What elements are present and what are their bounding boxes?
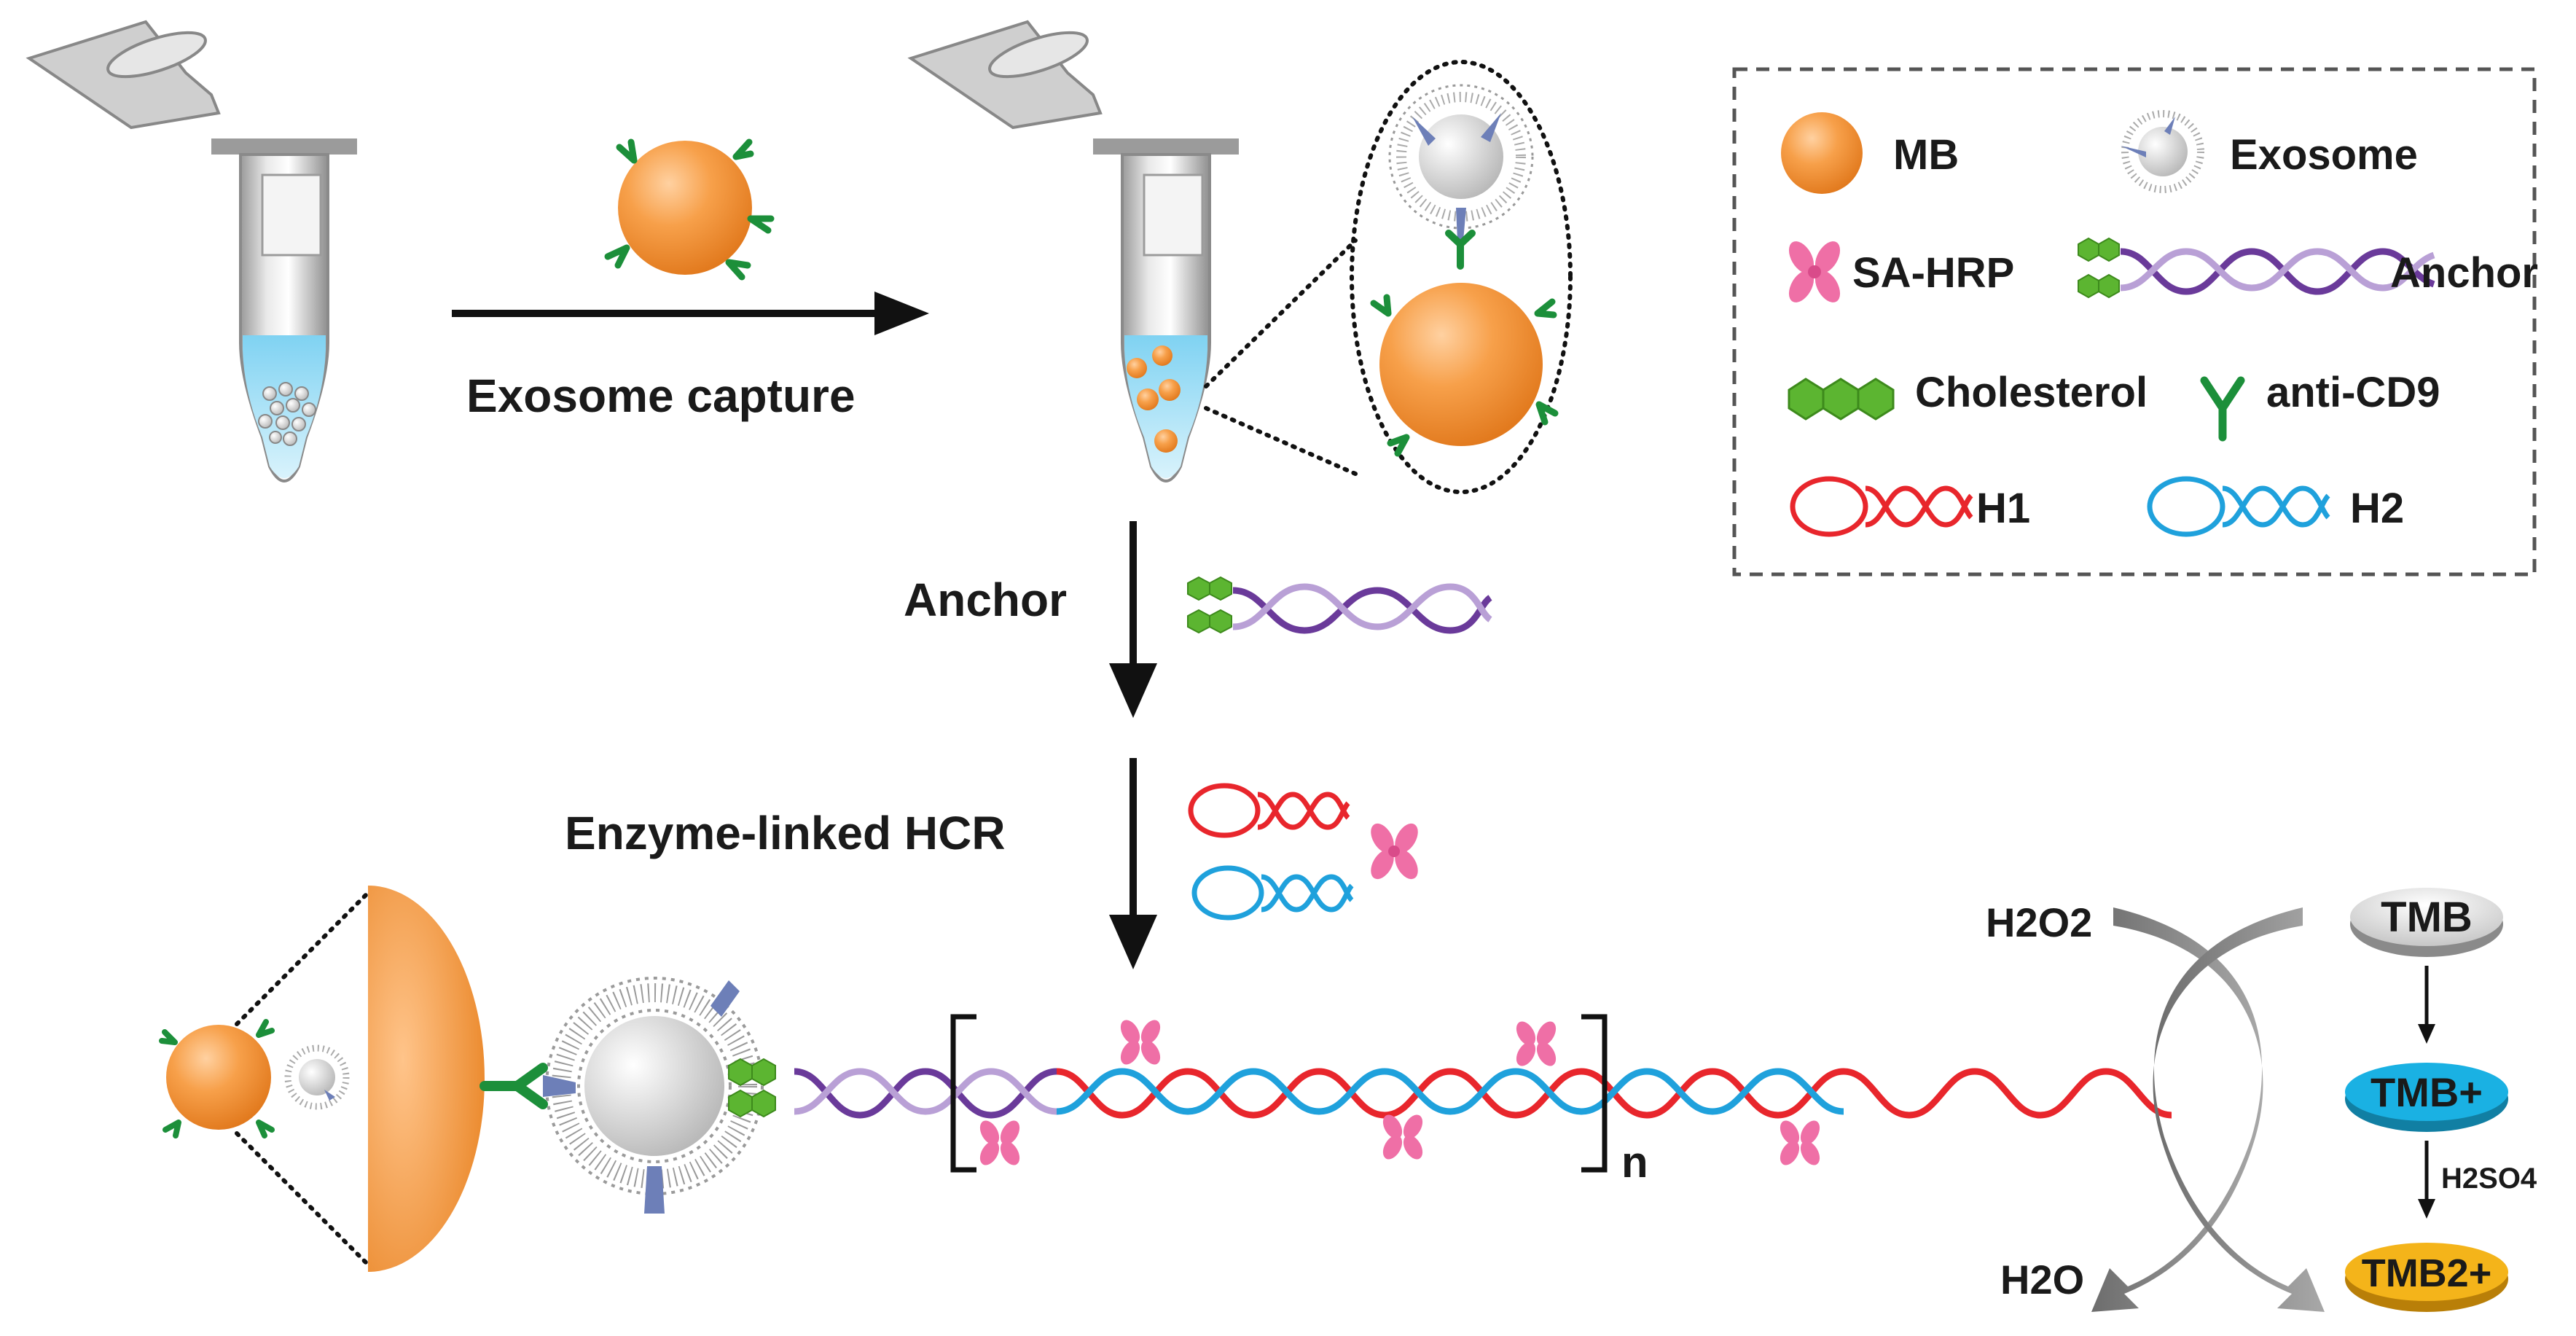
exosome-cluster [258,382,316,446]
mb-legend-icon [1781,112,1863,194]
anticd9-legend-icon [2200,376,2245,442]
anchor-arrowhead [1109,663,1157,718]
repeat-count-label: n [1621,1138,1648,1187]
zoom-ellipse [1204,60,1573,494]
h2-legend-icon [2147,476,2330,537]
h1-hairpin-icon [1188,783,1350,838]
antibody-linker [479,1063,548,1109]
tmb-2plus-pill: TMB2+ [2345,1243,2508,1312]
exosome-legend-icon [2121,110,2204,193]
zoom-line-top [235,891,370,1026]
tmb-plus-label: TMB+ [2371,1069,2483,1115]
legend-sahrp: SA-HRP [1852,249,2014,297]
legend-anchor: Anchor [2390,249,2538,297]
legend-exosome: Exosome [2230,131,2418,179]
sahrp-icon [1371,823,1418,880]
anchor-strand-icon [1187,576,1492,634]
hcr-helix [794,1068,2172,1119]
anchor-legend-icon [2078,237,2435,299]
h2-hairpin-icon [1191,865,1354,921]
capture-arrowhead [874,292,929,335]
zoom-line-bottom [235,1131,370,1267]
anchor-step-label: Anchor [904,574,1067,626]
legend-h2: H2 [2350,485,2404,532]
h2o2-label: H2O2 [1986,899,2092,945]
sahrp-legend-icon [1788,241,1841,302]
legend-h1: H1 [1976,485,2030,532]
tube-empty [26,20,357,483]
mb-bead-zoomed [1379,283,1543,446]
h2o-label: H2O [2000,1257,2084,1302]
hcr-step-label: Enzyme-linked HCR [565,807,1006,859]
tmb-label: TMB [2381,894,2473,941]
small-mb-exosome [159,1019,350,1138]
sahrp-markers [979,1020,1820,1165]
exosome-large [543,977,776,1214]
tmb-plus-pill: TMB+ [2345,1063,2508,1132]
tmb-pill: TMB [2350,888,2503,957]
tube-with-beads [907,20,1239,483]
legend-box: MB Exosome SA-HRP Anchor [1732,67,2538,577]
exosome-icon [1388,84,1534,241]
repeat-bracket-left [950,1014,976,1173]
reaction-curves [2091,907,2325,1312]
legend-anticd9: anti-CD9 [2266,369,2440,416]
repeat-bracket-right [1581,1014,1608,1173]
capture-label: Exosome capture [466,370,856,422]
legend-cholesterol: Cholesterol [1915,369,2148,416]
h1-legend-icon [1790,476,1973,537]
mb-hemisphere [368,886,485,1272]
mb-bead-with-antibodies [604,138,775,281]
tmb-2plus-label: TMB2+ [2362,1251,2492,1295]
hcr-arrowhead [1109,915,1157,969]
h2so4-label: H2SO4 [2441,1163,2537,1195]
legend-mb: MB [1893,131,1959,179]
cholesterol-legend-icon [1788,378,1895,421]
